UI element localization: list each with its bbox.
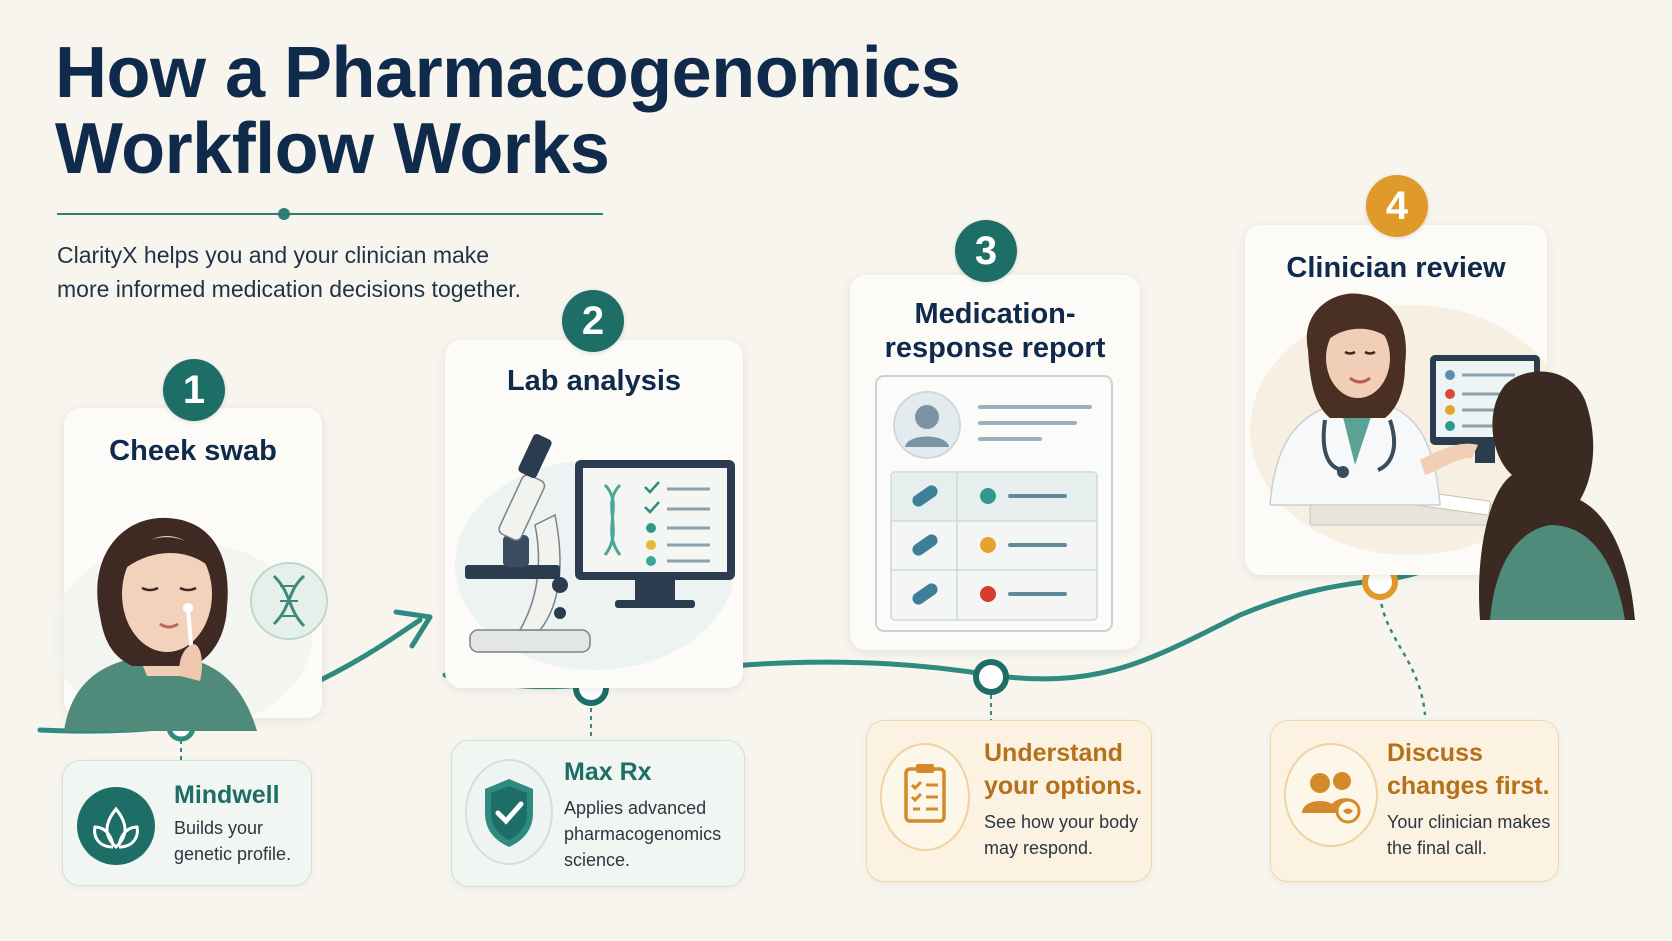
step-4-badge: 4 <box>1366 175 1428 237</box>
page-subtitle: ClarityX helps you and your clinician ma… <box>57 238 577 306</box>
discuss-changes-description: Your clinician makes the final call. <box>1387 809 1550 861</box>
max-rx-line-1: Applies advanced <box>564 798 707 818</box>
max-rx-description: Applies advanced pharmacogenomics scienc… <box>564 795 721 873</box>
report-avatar-head <box>915 405 939 429</box>
step-4-title: Clinician review <box>1286 252 1506 284</box>
max-rx-title: Max Rx <box>564 758 652 786</box>
discuss-changes-line-2: the final call. <box>1387 838 1488 858</box>
woman-cheek-swab-illustration <box>52 517 328 731</box>
checklist-dot-1 <box>646 523 656 533</box>
mindwell-line-2: genetic profile. <box>174 844 292 864</box>
title-underline <box>57 213 603 215</box>
report-avatar-body <box>905 436 949 447</box>
step-3-badge: 3 <box>955 220 1017 282</box>
checklist-dot-2 <box>646 540 656 550</box>
understand-options-description: See how your body may respond. <box>984 809 1138 861</box>
understand-options-title-line-2: your options. <box>984 772 1143 800</box>
leaf-icon <box>77 787 155 865</box>
clipboard-checklist-icon <box>880 743 970 851</box>
microscope-monitor-illustration <box>455 434 735 670</box>
report-row-1 <box>912 485 1067 507</box>
page-title: How a Pharmacogenomics Workflow Works <box>55 33 961 189</box>
discuss-changes-title-line-1: Discuss <box>1387 739 1483 767</box>
step-3-title-line-2: response report <box>884 332 1106 364</box>
mindwell-title: Mindwell <box>174 781 280 809</box>
page-title-line-1: How a Pharmacogenomics <box>55 33 961 113</box>
info-box-max-rx: Max Rx Applies advanced pharmacogenomics… <box>451 740 745 887</box>
subtitle-line-2: more informed medication decisions toget… <box>57 276 522 302</box>
max-rx-line-2: pharmacogenomics <box>564 824 722 844</box>
max-rx-line-3: science. <box>564 850 631 870</box>
understand-options-line-1: See how your body <box>984 812 1139 832</box>
understand-options-title-line-1: Understand <box>984 739 1123 767</box>
step-2-badge: 2 <box>562 290 624 352</box>
report-row-2 <box>912 534 1067 556</box>
info-box-mindwell: Mindwell Builds your genetic profile. <box>62 760 312 886</box>
step-card-3: Medication- response report <box>850 275 1140 650</box>
report-row-3 <box>912 583 1067 605</box>
step-3-title: Medication- response report <box>850 297 1140 365</box>
title-underline-dot <box>278 208 290 220</box>
understand-options-line-2: may respond. <box>984 838 1094 858</box>
mindwell-description: Builds your genetic profile. <box>174 815 291 867</box>
step-1-badge: 1 <box>163 359 225 421</box>
step-3-title-line-1: Medication- <box>914 298 1076 330</box>
discuss-changes-title: Discuss changes first. <box>1387 737 1550 803</box>
page-title-line-2: Workflow Works <box>55 109 610 189</box>
people-chat-icon <box>1284 743 1378 847</box>
info-box-discuss-changes: Discuss changes first. Your clinician ma… <box>1270 720 1559 882</box>
step-1-title: Cheek swab <box>109 435 277 467</box>
info-box-understand-options: Understand your options. See how your bo… <box>866 720 1152 882</box>
discuss-changes-line-1: Your clinician makes <box>1387 812 1551 832</box>
step-card-2: Lab analysis <box>445 340 743 688</box>
workflow-arrow-head <box>393 609 433 649</box>
step-2-title: Lab analysis <box>506 365 682 397</box>
understand-options-title: Understand your options. <box>984 737 1142 803</box>
mindwell-line-1: Builds your <box>174 818 264 838</box>
report-document-illustration <box>875 375 1113 632</box>
path-node-3 <box>973 659 1009 695</box>
discuss-changes-title-line-2: changes first. <box>1387 772 1550 800</box>
checklist-dot-3 <box>646 556 656 566</box>
subtitle-line-1: ClarityX helps you and your clinician ma… <box>57 242 490 268</box>
shield-check-icon <box>465 759 553 865</box>
step-card-1: Cheek swab <box>52 408 328 731</box>
clinician-patient-illustration <box>1250 293 1635 620</box>
